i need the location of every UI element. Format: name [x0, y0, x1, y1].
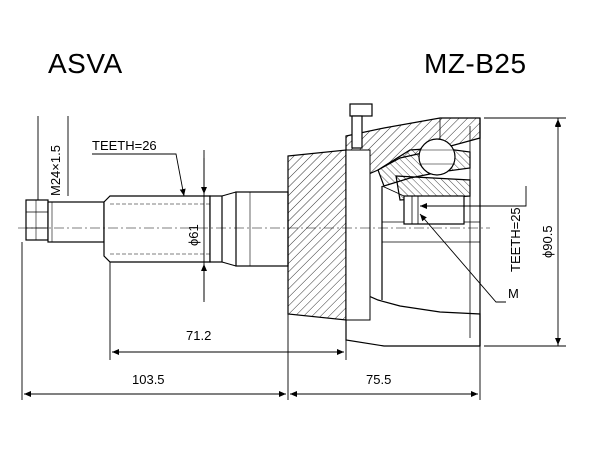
shaft-diameter-label: ϕ61	[186, 224, 201, 246]
threaded-tip	[25, 199, 105, 243]
teeth-inner-label: TEETH=25	[508, 207, 523, 272]
splined-shaft	[103, 191, 289, 267]
outer-diameter-label: ϕ90.5	[540, 225, 555, 258]
dimension-75-5: 75.5	[366, 372, 391, 387]
dimension-103-5: 103.5	[132, 372, 165, 387]
thread-label: M24×1.5	[48, 145, 63, 196]
dimension-71-2: 71.2	[186, 328, 211, 343]
part-number: MZ-B25	[424, 48, 527, 79]
outer-housing	[287, 103, 481, 347]
m-label: M	[508, 286, 519, 301]
teeth-outer-label: TEETH=26	[92, 138, 157, 153]
brand-title: ASVA	[48, 48, 123, 79]
inner-race	[377, 138, 471, 300]
